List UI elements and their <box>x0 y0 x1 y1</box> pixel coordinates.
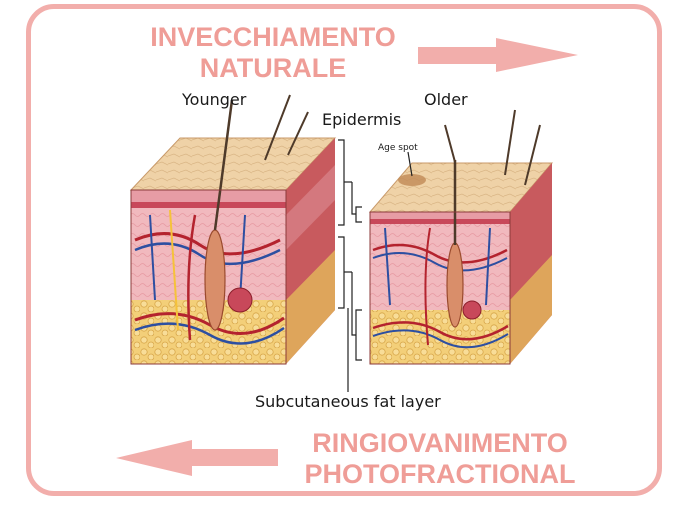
younger-label: Younger <box>182 90 246 109</box>
right-arrow-icon <box>418 38 578 72</box>
bottom-heading: RINGIOVANIMENTO PHOTOFRACTIONAL <box>290 428 590 490</box>
left-arrow-icon <box>116 440 278 476</box>
bottom-heading-text: RINGIOVANIMENTO PHOTOFRACTIONAL <box>290 428 590 490</box>
epidermis-label: Epidermis <box>322 110 401 129</box>
top-heading: INVECCHIAMENTO NATURALE <box>128 22 418 84</box>
older-label: Older <box>424 90 468 109</box>
top-heading-text: INVECCHIAMENTO NATURALE <box>128 22 418 84</box>
younger-skin-block <box>131 95 335 364</box>
subcutaneous-fat-label: Subcutaneous fat layer <box>255 392 441 411</box>
age-spot-label: Age spot <box>378 143 418 153</box>
